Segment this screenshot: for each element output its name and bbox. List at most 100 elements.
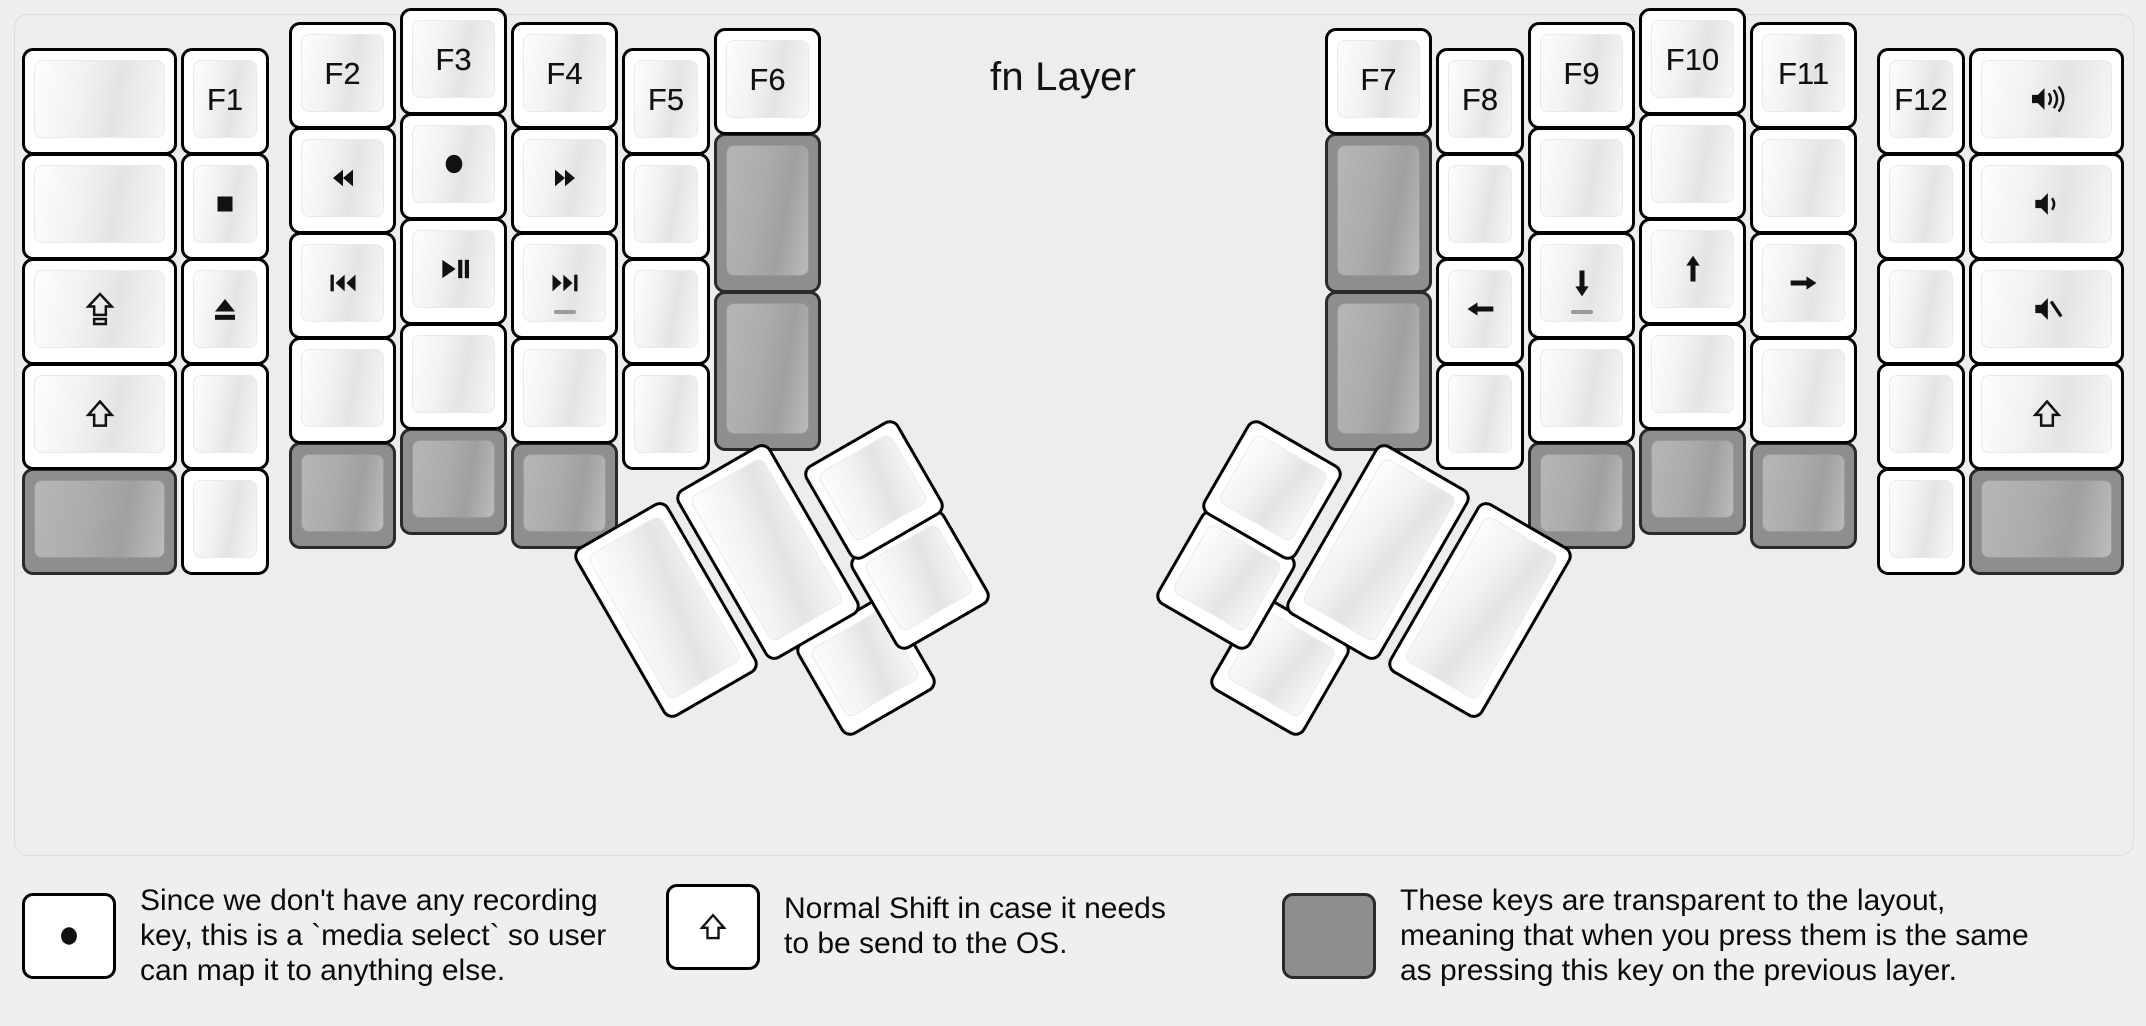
right-index-inner-key-1[interactable]: F8 — [1436, 48, 1524, 155]
right-pinky-outer-key-1[interactable] — [1969, 48, 2124, 155]
left-middle-key-3[interactable] — [400, 218, 507, 325]
right-index-inner-key-2[interactable] — [1436, 153, 1524, 260]
left-pinky-outer-key-3[interactable] — [22, 258, 177, 365]
left-inner-key-2[interactable] — [714, 133, 821, 293]
keycap-surface: F9 — [1540, 34, 1623, 112]
right-index-inner-key-3[interactable] — [1436, 258, 1524, 365]
left-ring-key-1[interactable]: F2 — [289, 22, 396, 129]
keycap-surface — [193, 270, 257, 348]
right-pinky-outer-key-4[interactable] — [1969, 363, 2124, 470]
left-middle-key-2[interactable] — [400, 113, 507, 220]
keycap-surface — [193, 165, 257, 243]
left-index-key-5[interactable] — [511, 442, 618, 549]
left-ring-key-4[interactable] — [289, 337, 396, 444]
right-ring-key-1[interactable]: F11 — [1750, 22, 1857, 129]
left-ring-key-2[interactable] — [289, 127, 396, 234]
legend-item-3: These keys are transparent to the layout… — [1282, 884, 2029, 988]
left-pinky-outer-key-2[interactable] — [22, 153, 177, 260]
keycap-surface — [1540, 244, 1623, 322]
keycap-label: F9 — [1563, 55, 1600, 91]
right-pinky-key-2[interactable] — [1877, 153, 1965, 260]
right-middle-key-3[interactable] — [1639, 218, 1746, 325]
right-inner-key-3[interactable] — [1325, 291, 1432, 451]
left-pinky-key-5[interactable] — [181, 468, 269, 575]
left-middle-key-5[interactable] — [400, 428, 507, 535]
left-middle-key-1[interactable]: F3 — [400, 8, 507, 115]
right-ring-key-3[interactable] — [1750, 232, 1857, 339]
keycap-surface — [412, 230, 495, 308]
right-pinky-key-4[interactable] — [1877, 363, 1965, 470]
left-pinky-key-1[interactable]: F1 — [181, 48, 269, 155]
left-index-key-1[interactable]: F4 — [511, 22, 618, 129]
right-pinky-outer-key-2[interactable] — [1969, 153, 2124, 260]
left-pinky-outer-key-1[interactable] — [22, 48, 177, 155]
right-inner-key-2[interactable] — [1325, 133, 1432, 293]
right-index-key-2[interactable] — [1528, 127, 1635, 234]
right-index-inner-key-4[interactable] — [1436, 363, 1524, 470]
left-ring-key-5[interactable] — [289, 442, 396, 549]
keycap-surface — [1651, 335, 1734, 413]
right-index-key-4[interactable] — [1528, 337, 1635, 444]
left-inner-key-1[interactable]: F6 — [714, 28, 821, 135]
left-inner-key-3[interactable] — [714, 291, 821, 451]
left-pinky-key-2[interactable] — [181, 153, 269, 260]
keycap-label: F5 — [647, 81, 685, 117]
keycap-surface — [1540, 139, 1623, 217]
left-index-inner-key-1[interactable]: F5 — [622, 48, 710, 155]
right-index-key-1[interactable]: F9 — [1528, 22, 1635, 129]
keycap-surface — [1337, 145, 1420, 276]
legend-item-2: Normal Shift in case it needs to be send… — [666, 884, 1166, 970]
keycap-surface — [34, 375, 165, 453]
right-pinky-key-5[interactable] — [1877, 468, 1965, 575]
right-index-key-5[interactable] — [1528, 442, 1635, 549]
left-middle-key-4[interactable] — [400, 323, 507, 430]
previous-track-icon — [323, 263, 363, 303]
keycap-surface — [1981, 270, 2112, 348]
left-index-key-2[interactable] — [511, 127, 618, 234]
right-pinky-outer-key-3[interactable] — [1969, 258, 2124, 365]
keycap-surface — [193, 480, 257, 558]
right-middle-key-1[interactable]: F10 — [1639, 8, 1746, 115]
right-pinky-key-1[interactable]: F12 — [1877, 48, 1965, 155]
rewind-icon — [323, 158, 363, 198]
right-inner-key-1[interactable]: F7 — [1325, 28, 1432, 135]
legend-text-1: Since we don't have any recording key, t… — [140, 884, 607, 987]
left-pinky-key-3[interactable] — [181, 258, 269, 365]
caps-lock-icon — [80, 289, 120, 329]
left-index-inner-key-4[interactable] — [622, 363, 710, 470]
left-ring-key-3[interactable] — [289, 232, 396, 339]
right-middle-key-4[interactable] — [1639, 323, 1746, 430]
play-pause-icon — [434, 249, 474, 289]
right-ring-key-5[interactable] — [1750, 442, 1857, 549]
left-index-inner-key-2[interactable] — [622, 153, 710, 260]
right-index-key-3[interactable] — [1528, 232, 1635, 339]
keycap-surface — [1448, 165, 1512, 243]
legend-text-3: These keys are transparent to the layout… — [1400, 884, 2029, 987]
keycap-surface: F10 — [1651, 20, 1734, 98]
keycap-surface: F7 — [1337, 40, 1420, 118]
left-index-key-3[interactable] — [511, 232, 618, 339]
right-pinky-key-3[interactable] — [1877, 258, 1965, 365]
right-pinky-outer-key-5[interactable] — [1969, 468, 2124, 575]
next-track-icon — [545, 263, 585, 303]
right-middle-key-2[interactable] — [1639, 113, 1746, 220]
keycap-surface — [34, 165, 165, 243]
right-middle-key-5[interactable] — [1639, 428, 1746, 535]
page-title: fn Layer — [990, 55, 1137, 99]
keycap-label: F12 — [1894, 81, 1948, 117]
right-ring-key-2[interactable] — [1750, 127, 1857, 234]
keycap-label: F10 — [1665, 41, 1720, 77]
keycap-surface: F3 — [412, 20, 495, 98]
keycap-surface — [1981, 375, 2112, 453]
left-pinky-outer-key-4[interactable] — [22, 363, 177, 470]
keycap-surface — [1540, 349, 1623, 427]
left-pinky-outer-key-5[interactable] — [22, 468, 177, 575]
keycap-surface — [1889, 375, 1953, 453]
keycap-label: F4 — [546, 55, 583, 91]
keycap-surface — [1762, 244, 1845, 322]
right-ring-key-4[interactable] — [1750, 337, 1857, 444]
legend: Since we don't have any recording key, t… — [0, 884, 2146, 1012]
left-index-key-4[interactable] — [511, 337, 618, 444]
left-pinky-key-4[interactable] — [181, 363, 269, 470]
left-index-inner-key-3[interactable] — [622, 258, 710, 365]
